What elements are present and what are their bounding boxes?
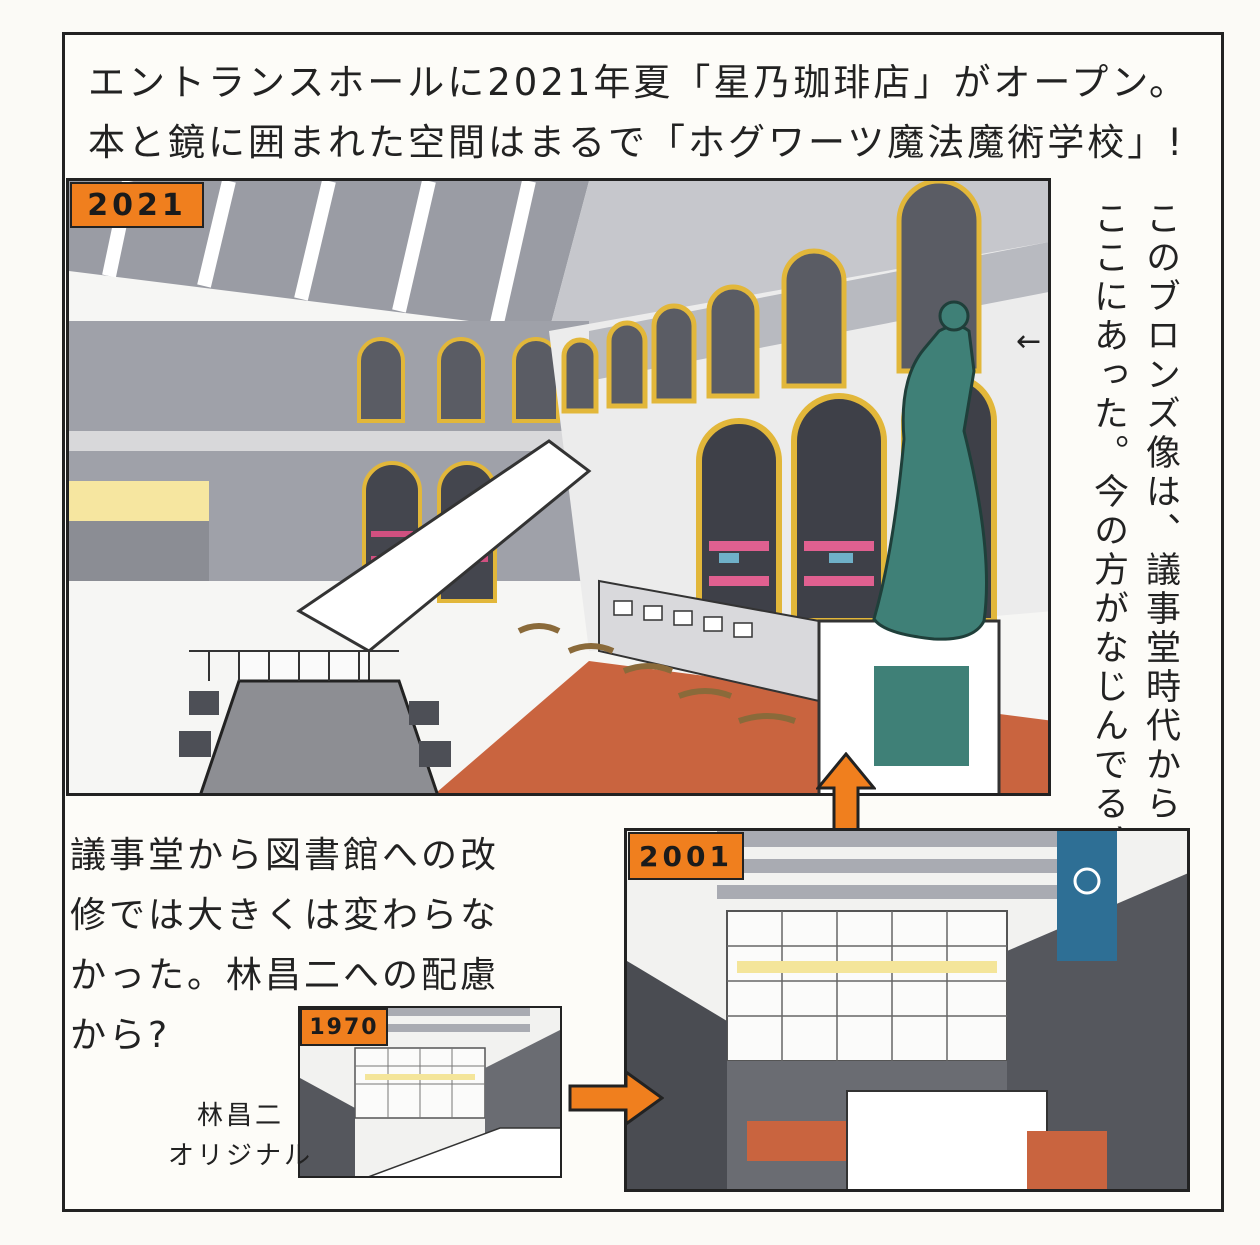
pointer-arrow-icon: ← — [1016, 324, 1042, 359]
headline-line-2: 本と鏡に囲まれた空間はまるで「ホグワーツ魔法魔術学校」! — [88, 121, 1186, 164]
caption-line-1: 林昌二 — [197, 1101, 285, 1131]
side-note-line-2: ここにあった。今の方がなじんでる? — [1088, 200, 1128, 847]
caption-line-2: オリジナル — [168, 1141, 314, 1171]
year-tag-1970: 1970 — [300, 1008, 388, 1046]
paragraph-line-4: から? — [70, 1015, 171, 1056]
paragraph-line-3: かった。林昌二への配慮 — [70, 955, 500, 996]
caption-1970: 林昌二 オリジナル — [168, 1096, 313, 1176]
illustration-1970 — [298, 1006, 562, 1178]
headline-line-1: エントランスホールに2021年夏「星乃珈琲店」がオープン。 — [88, 61, 1189, 104]
illustration-2001 — [624, 828, 1190, 1192]
right-arrow-icon — [568, 1070, 664, 1126]
statue-side-note: このブロンズ像は、議事堂時代から ここにあった。今の方がなじんでる? — [1082, 200, 1186, 847]
renovation-paragraph: 議事堂から図書館への改 修では大きくは変わらな かった。林昌二への配慮 から? — [70, 826, 630, 1066]
year-tag-2001: 2001 — [628, 832, 744, 880]
year-tag-2021: 2021 — [70, 182, 204, 228]
illustration-2021 — [66, 178, 1051, 796]
side-note-line-1: このブロンズ像は、議事堂時代から — [1140, 200, 1180, 824]
paragraph-line-1: 議事堂から図書館への改 — [70, 835, 500, 876]
paragraph-line-2: 修では大きくは変わらな — [70, 895, 500, 936]
